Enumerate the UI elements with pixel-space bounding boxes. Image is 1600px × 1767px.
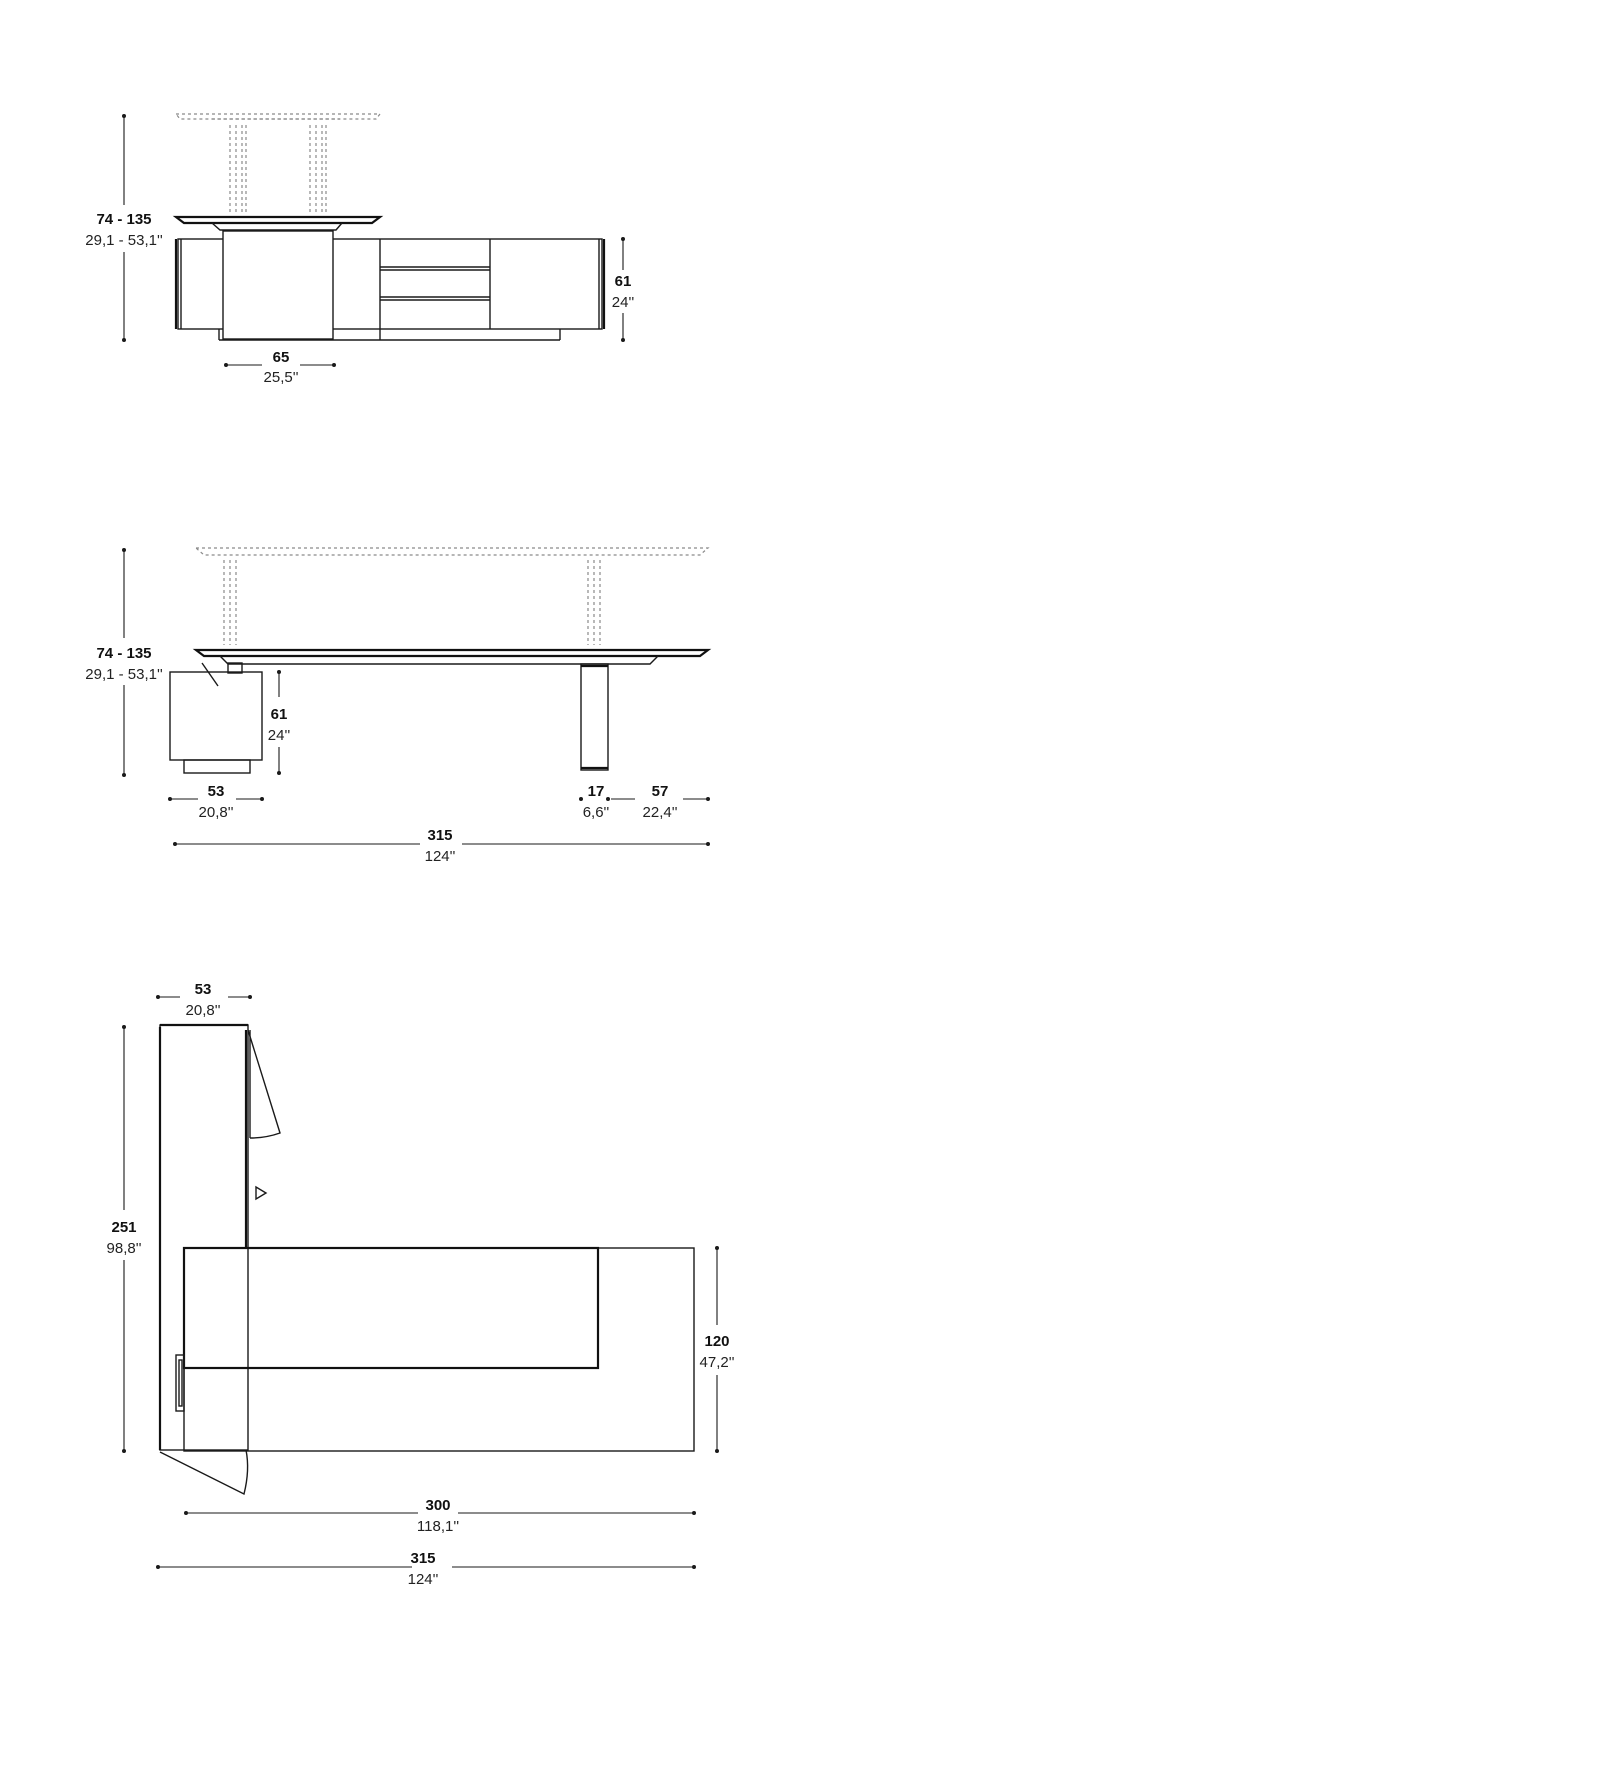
desk-cover bbox=[182, 1246, 600, 1370]
raised-desktop-outline bbox=[194, 547, 710, 556]
side-cabinet bbox=[159, 1024, 249, 1451]
front-drawer-width-cm: 53 bbox=[208, 783, 225, 800]
desk-top bbox=[183, 1247, 695, 1452]
front-leg-width-in: 6,6'' bbox=[583, 804, 610, 821]
front-overhang-cm: 57 bbox=[652, 783, 669, 800]
side-view: 74 - 135 29,1 - 53,1'' 61 24'' 65 25,5'' bbox=[85, 113, 635, 386]
front-drawer-height-in: 24'' bbox=[268, 727, 291, 744]
top-desk-depth-cm: 120 bbox=[704, 1333, 729, 1350]
front-drawer-height-cm: 61 bbox=[271, 706, 288, 723]
top-desk-width-in: 118,1'' bbox=[417, 1518, 459, 1535]
top-cabinet-depth-in: 20,8'' bbox=[186, 1002, 221, 1019]
side-column-width-in: 25,5'' bbox=[264, 369, 299, 386]
front-height-cm: 74 - 135 bbox=[96, 645, 151, 662]
top-cabinet-depth-cm: 53 bbox=[195, 981, 212, 998]
top-total-width-in: 124'' bbox=[408, 1571, 439, 1588]
side-cabinet-height-in: 24'' bbox=[612, 294, 635, 311]
handle bbox=[175, 1354, 185, 1412]
desktop bbox=[192, 648, 712, 658]
side-cabinet-height-cm: 61 bbox=[615, 273, 632, 290]
front-overhang-in: 22,4'' bbox=[643, 804, 678, 821]
front-leg-width-cm: 17 bbox=[588, 783, 605, 800]
drawer-unit bbox=[169, 671, 263, 761]
top-view: 53 20,8'' 251 98,8'' 120 47,2'' 300 118,… bbox=[107, 981, 735, 1588]
door-swing-bottom bbox=[159, 1449, 249, 1496]
front-drawer-width-in: 20,8'' bbox=[199, 804, 234, 821]
column-block bbox=[222, 230, 334, 340]
side-column-width-cm: 65 bbox=[273, 349, 290, 366]
side-height-cm: 74 - 135 bbox=[96, 211, 151, 228]
side-height-in: 29,1 - 53,1'' bbox=[85, 232, 163, 249]
front-total-width-cm: 315 bbox=[427, 827, 452, 844]
cabinet bbox=[177, 238, 603, 330]
front-total-width-in: 124'' bbox=[425, 848, 456, 865]
desk-leg bbox=[580, 663, 609, 771]
front-view: 74 - 135 29,1 - 53,1'' 61 24'' 53 20,8''… bbox=[85, 547, 712, 865]
raised-desktop-outline bbox=[174, 113, 382, 120]
open-direction-icon bbox=[255, 1185, 268, 1201]
door-swing bbox=[247, 1029, 281, 1139]
top-total-width-cm: 315 bbox=[410, 1550, 435, 1567]
top-total-depth-in: 98,8'' bbox=[107, 1240, 142, 1257]
front-height-in: 29,1 - 53,1'' bbox=[85, 666, 163, 683]
raised-columns bbox=[229, 125, 327, 215]
top-desk-depth-in: 47,2'' bbox=[700, 1354, 735, 1371]
desktop bbox=[172, 215, 384, 225]
top-total-depth-cm: 251 bbox=[111, 1219, 136, 1236]
top-desk-width-cm: 300 bbox=[425, 1497, 450, 1514]
